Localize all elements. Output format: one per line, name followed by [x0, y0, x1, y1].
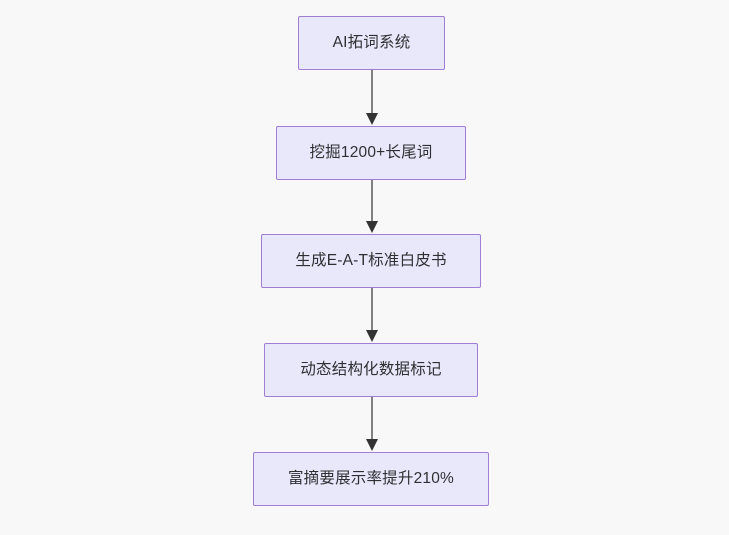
arrowhead-icon [366, 439, 378, 451]
arrowhead-icon [366, 113, 378, 125]
flow-node-label: 生成E-A-T标准白皮书 [295, 251, 447, 269]
connector-node-4-to-node-5 [360, 397, 384, 452]
arrowhead-icon [366, 221, 378, 233]
flow-node-ai-keyword-system[interactable]: AI拓词系统 [298, 16, 445, 70]
flow-node-label: AI拓词系统 [332, 33, 411, 51]
flow-node-mine-longtail-keywords[interactable]: 挖掘1200+长尾词 [276, 126, 466, 180]
flow-node-label: 挖掘1200+长尾词 [309, 143, 433, 161]
flow-node-label: 富摘要展示率提升210% [287, 469, 455, 487]
connector-node-1-to-node-2 [360, 70, 384, 126]
connector-node-2-to-node-3 [360, 180, 384, 234]
flow-node-label: 动态结构化数据标记 [300, 360, 442, 378]
flow-node-generate-eat-whitepaper[interactable]: 生成E-A-T标准白皮书 [261, 234, 481, 288]
arrowhead-icon [366, 330, 378, 342]
flow-node-rich-snippet-impression-uplift[interactable]: 富摘要展示率提升210% [253, 452, 489, 506]
flow-node-dynamic-structured-data-markup[interactable]: 动态结构化数据标记 [264, 343, 478, 397]
connector-node-3-to-node-4 [360, 288, 384, 343]
